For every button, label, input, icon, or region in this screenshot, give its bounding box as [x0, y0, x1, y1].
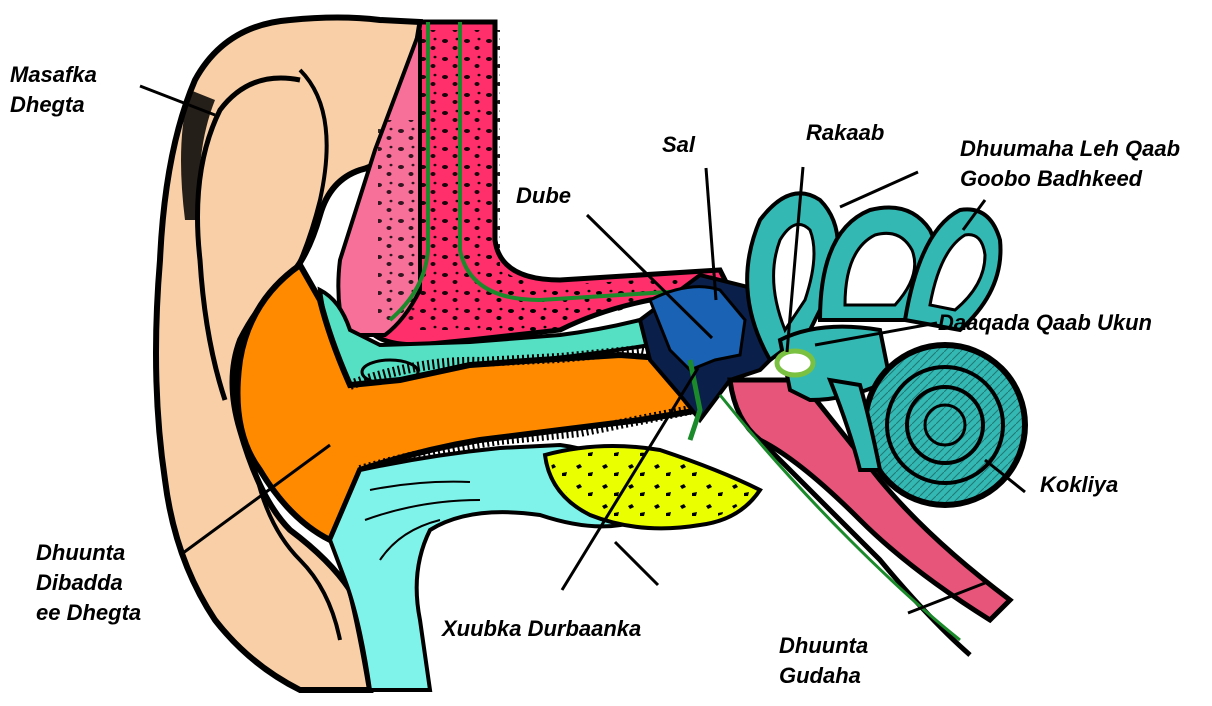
- label-eardrum-text: Xuubka Durbaanka: [442, 614, 641, 644]
- label-malleus-text: Dube: [516, 181, 571, 211]
- label-pinna: Masafka Dhegta: [10, 60, 97, 120]
- bone-light-pores: [378, 120, 418, 320]
- label-ear-canal-line2: Dibadda: [36, 568, 141, 598]
- label-incus-text: Sal: [662, 130, 695, 160]
- label-cochlea: Kokliya: [1040, 470, 1118, 500]
- label-stapes: Rakaab: [806, 118, 884, 148]
- label-pinna-line1: Masafka: [10, 60, 97, 90]
- label-ear-canal: Dhuunta Dibadda ee Dhegta: [36, 538, 141, 628]
- oval-window-ring: [777, 351, 813, 375]
- label-ear-canal-line3: ee Dhegta: [36, 598, 141, 628]
- label-stapes-text: Rakaab: [806, 118, 884, 148]
- label-semicircular-canals-line2: Goobo Badhkeed: [960, 164, 1180, 194]
- label-eustachian-tube: Dhuunta Gudaha: [779, 631, 868, 691]
- leader-canals-1: [840, 172, 918, 207]
- label-cochlea-text: Kokliya: [1040, 470, 1118, 500]
- label-eustachian-tube-line1: Dhuunta: [779, 631, 868, 661]
- label-semicircular-canals: Dhuumaha Leh Qaab Goobo Badhkeed: [960, 134, 1180, 194]
- label-eardrum: Xuubka Durbaanka: [442, 614, 641, 644]
- label-malleus: Dube: [516, 181, 571, 211]
- label-oval-window: Daaqada Qaab Ukun: [938, 308, 1152, 338]
- leader-yellow: [615, 542, 658, 585]
- label-incus: Sal: [662, 130, 695, 160]
- label-semicircular-canals-line1: Dhuumaha Leh Qaab: [960, 134, 1180, 164]
- label-oval-window-text: Daaqada Qaab Ukun: [938, 308, 1152, 338]
- cochlea-hatch: [867, 347, 1023, 503]
- label-ear-canal-line1: Dhuunta: [36, 538, 141, 568]
- label-eustachian-tube-line2: Gudaha: [779, 661, 868, 691]
- label-pinna-line2: Dhegta: [10, 90, 97, 120]
